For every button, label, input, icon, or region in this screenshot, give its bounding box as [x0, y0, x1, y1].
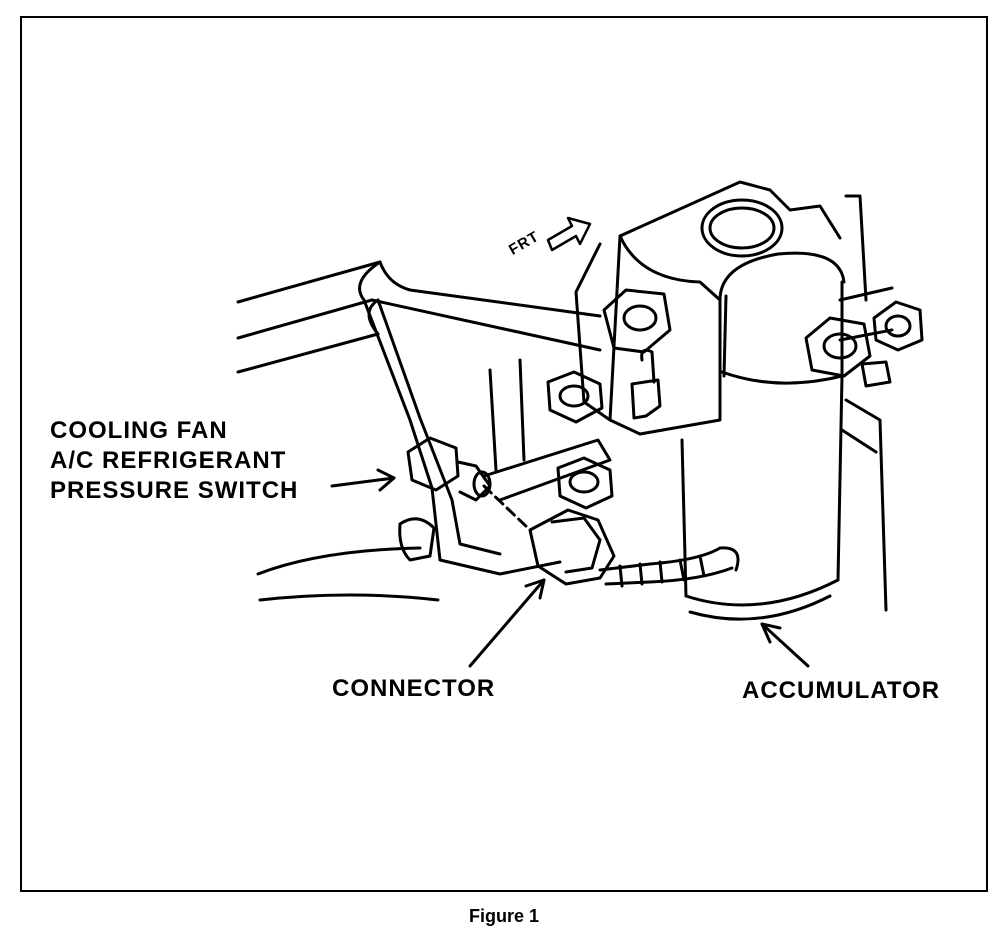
label-line-3: PRESSURE SWITCH — [50, 477, 299, 504]
label-line-1: COOLING FAN — [50, 417, 228, 444]
accumulator-canister — [680, 198, 846, 621]
figure-caption: Figure 1 — [468, 906, 539, 926]
label-accumulator: ACCUMULATOR — [742, 677, 941, 704]
label-line-2: A/C REFRIGERANT — [50, 447, 287, 474]
label-pressure-switch: COOLING FAN A/C REFRIGERANT PRESSURE SWI… — [50, 416, 298, 506]
frame-rails — [236, 194, 894, 612]
leader-arrows — [330, 468, 810, 668]
fittings — [398, 288, 924, 562]
mounting-bracket — [482, 180, 842, 502]
frt-arrow-icon — [546, 216, 592, 252]
pressure-switch — [406, 436, 492, 502]
bracket-clip — [630, 348, 662, 420]
figure-frame — [20, 16, 988, 892]
refrigerant-line — [358, 260, 602, 576]
label-connector: CONNECTOR — [332, 675, 496, 702]
connector — [482, 484, 740, 588]
